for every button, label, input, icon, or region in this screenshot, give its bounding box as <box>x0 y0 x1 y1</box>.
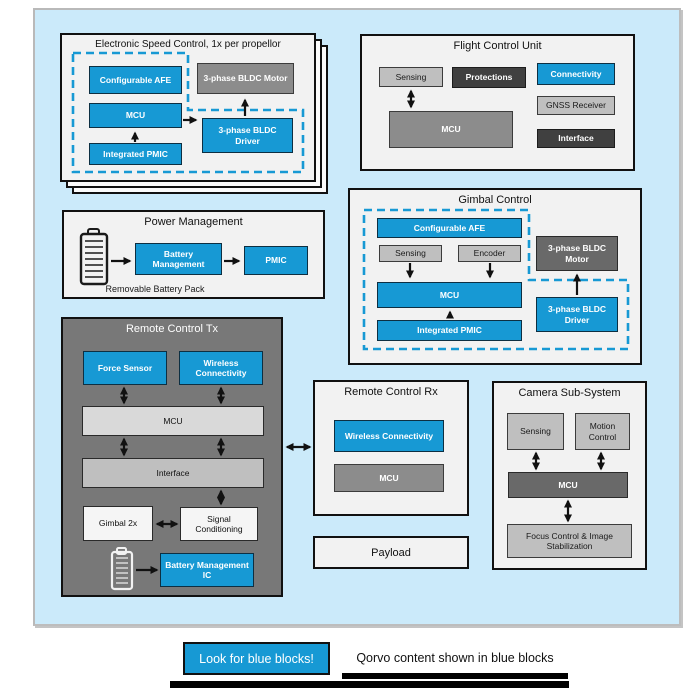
payload-box: Payload <box>313 536 469 569</box>
legend-note: Qorvo content shown in blue blocks <box>356 651 554 665</box>
tx-wireless-connectivity-block: Wireless Connectivity <box>179 351 263 385</box>
power-battery-management-block: Battery Management <box>135 243 222 275</box>
tx-title: Remote Control Tx <box>125 323 219 335</box>
esc-bldc-motor-block: 3-phase BLDC Motor <box>197 63 294 94</box>
camera-title: Camera Sub-System <box>518 387 621 399</box>
rx-title: Remote Control Rx <box>344 386 438 398</box>
power-pmic-block: PMIC <box>244 246 308 275</box>
fcu-connectivity-block: Connectivity <box>537 63 615 85</box>
fcu-gnss-receiver-block: GNSS Receiver <box>537 96 615 115</box>
payload-title: Payload <box>371 546 411 559</box>
esc-integrated-pmic-block: Integrated PMIC <box>89 143 182 165</box>
esc-mcu-block: MCU <box>89 103 182 128</box>
gimbal-mcu-block: MCU <box>377 282 522 308</box>
removable-battery-pack-caption: Removable Battery Pack <box>105 284 205 294</box>
tx-mcu-block: MCU <box>82 406 264 436</box>
camera-focus-control-block: Focus Control & Image Stabilization <box>507 524 632 558</box>
legend-button-label: Look for blue blocks! <box>199 651 314 666</box>
camera-mcu-block: MCU <box>508 472 628 498</box>
fcu-interface-block: Interface <box>537 129 615 148</box>
tx-force-sensor-block: Force Sensor <box>83 351 167 385</box>
camera-sensing-block: Sensing <box>507 413 564 450</box>
camera-motion-control-block: Motion Control <box>575 413 630 450</box>
tx-signal-conditioning-block: Signal Conditioning <box>180 507 258 541</box>
esc-configurable-afe-block: Configurable AFE <box>89 66 182 94</box>
gimbal-integrated-pmic-block: Integrated PMIC <box>377 320 522 341</box>
tx-interface-block: Interface <box>82 458 264 488</box>
fcu-mcu-block: MCU <box>389 111 513 148</box>
tx-battery-management-ic-block: Battery Management IC <box>160 553 254 587</box>
tx-gimbal-2x-block: Gimbal 2x <box>83 506 153 541</box>
fcu-protections-block: Protections <box>452 67 526 88</box>
power-title: Power Management <box>144 216 243 228</box>
legend-bottom-bar <box>170 681 569 688</box>
gimbal-configurable-afe-block: Configurable AFE <box>377 218 522 238</box>
esc-bldc-driver-block: 3-phase BLDC Driver <box>202 118 293 153</box>
rx-mcu-block: MCU <box>334 464 444 492</box>
legend-blue-button: Look for blue blocks! <box>183 642 330 675</box>
gimbal-encoder-block: Encoder <box>458 245 521 262</box>
gimbal-bldc-motor-block: 3-phase BLDC Motor <box>536 236 618 271</box>
legend-underline-bar <box>342 673 568 679</box>
esc-title: Electronic Speed Control, 1x per propell… <box>95 39 281 50</box>
rx-wireless-connectivity-block: Wireless Connectivity <box>334 420 444 452</box>
gimbal-title: Gimbal Control <box>458 194 532 206</box>
fcu-title: Flight Control Unit <box>453 40 542 52</box>
gimbal-sensing-block: Sensing <box>379 245 442 262</box>
fcu-sensing-block: Sensing <box>379 67 443 87</box>
gimbal-bldc-driver-block: 3-phase BLDC Driver <box>536 297 618 332</box>
